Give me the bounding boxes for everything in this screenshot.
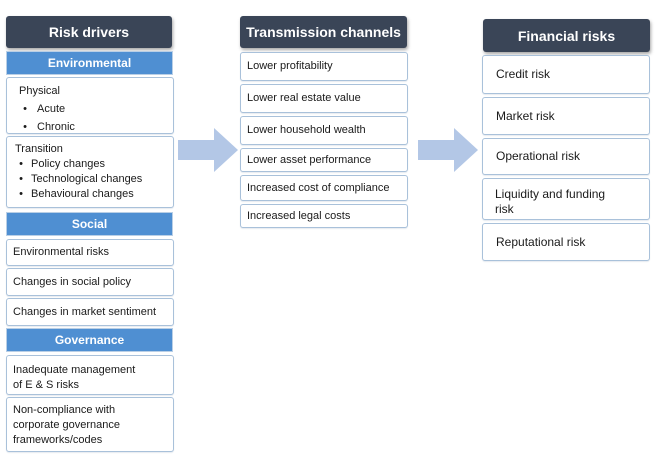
bullet-icon: • bbox=[19, 158, 23, 170]
list-item: • Acute bbox=[19, 102, 173, 117]
social-item-social-policy: Changes in social policy bbox=[6, 268, 174, 296]
bullet-icon: • bbox=[23, 121, 27, 133]
governance-label: Governance bbox=[54, 333, 125, 347]
environmental-subheader: Environmental bbox=[6, 51, 173, 75]
channel-label: Lower household wealth bbox=[247, 124, 366, 136]
list-item: • Policy changes bbox=[15, 157, 173, 172]
governance-item-inadequate-management: Inadequate management of E & S risks bbox=[6, 355, 174, 395]
transmission-channels-header: Transmission channels bbox=[240, 16, 407, 48]
right-arrow-icon bbox=[178, 128, 238, 172]
risk-label-line: Liquidity and funding bbox=[495, 187, 606, 201]
social-item-label: Changes in market sentiment bbox=[13, 305, 157, 318]
transition-item-behavioural: Behavioural changes bbox=[31, 188, 134, 200]
channel-lower-profitability: Lower profitability bbox=[240, 52, 408, 81]
governance-item2-line: Non-compliance with bbox=[13, 404, 116, 416]
risk-reputational: Reputational risk bbox=[482, 223, 650, 261]
governance-item1-line: Inadequate management bbox=[13, 364, 136, 376]
governance-item2-line: corporate governance bbox=[13, 419, 121, 431]
channel-label: Lower asset performance bbox=[247, 153, 372, 166]
risk-label: Credit risk bbox=[496, 67, 551, 81]
list-item: • Technological changes bbox=[15, 172, 173, 187]
physical-label: Physical bbox=[19, 85, 60, 97]
social-item-label: Environmental risks bbox=[13, 246, 109, 258]
bullet-icon: • bbox=[23, 103, 27, 115]
risk-label: Reputational risk bbox=[496, 234, 586, 249]
physical-box: Physical • Acute • Chronic bbox=[6, 77, 174, 134]
risk-label: Market risk bbox=[496, 108, 555, 123]
risk-operational: Operational risk bbox=[482, 138, 650, 175]
environmental-label: Environmental bbox=[47, 56, 132, 70]
physical-item-chronic: Chronic bbox=[37, 121, 75, 133]
channel-label: Lower real estate value bbox=[247, 92, 361, 104]
risk-credit: Credit risk bbox=[482, 55, 650, 94]
risk-label: Operational risk bbox=[496, 149, 581, 163]
social-item-market-sentiment: Changes in market sentiment bbox=[6, 298, 174, 326]
bullet-icon: • bbox=[19, 173, 23, 185]
risk-liquidity-and-funding: Liquidity and funding risk bbox=[482, 178, 650, 220]
governance-subheader: Governance bbox=[6, 328, 173, 352]
bullet-icon: • bbox=[19, 188, 23, 200]
risk-market: Market risk bbox=[482, 97, 650, 135]
social-subheader: Social bbox=[6, 212, 173, 236]
physical-list: • Acute • Chronic bbox=[19, 102, 173, 135]
channel-lower-real-estate-value: Lower real estate value bbox=[240, 84, 408, 113]
transmission-channels-title: Transmission channels bbox=[246, 24, 401, 40]
channel-label: Lower profitability bbox=[247, 60, 333, 72]
risk-drivers-title: Risk drivers bbox=[48, 24, 130, 40]
right-arrow-icon bbox=[418, 128, 478, 172]
social-item-environmental-risks: Environmental risks bbox=[6, 239, 174, 266]
channel-lower-household-wealth: Lower household wealth bbox=[240, 116, 408, 145]
channel-increased-cost-of-compliance: Increased cost of compliance bbox=[240, 175, 408, 201]
social-label: Social bbox=[71, 217, 108, 231]
channel-label: Increased cost of compliance bbox=[247, 181, 390, 194]
list-item: • Chronic bbox=[19, 120, 173, 135]
physical-item-acute: Acute bbox=[37, 103, 66, 115]
governance-item-non-compliance: Non-compliance with corporate governance… bbox=[6, 397, 174, 452]
channel-lower-asset-performance: Lower asset performance bbox=[240, 148, 408, 172]
risk-label-line: risk bbox=[495, 202, 514, 216]
transition-label: Transition bbox=[15, 143, 63, 155]
risk-drivers-header: Risk drivers bbox=[6, 16, 172, 48]
channel-label: Increased legal costs bbox=[247, 209, 351, 222]
financial-risks-title: Financial risks bbox=[517, 27, 616, 44]
transition-box: Transition • Policy changes • Technologi… bbox=[6, 136, 174, 208]
transition-item-technological: Technological changes bbox=[31, 173, 143, 185]
governance-item2-line: frameworks/codes bbox=[13, 434, 103, 446]
list-item: • Behavioural changes bbox=[15, 187, 173, 202]
social-item-label: Changes in social policy bbox=[13, 275, 132, 288]
transition-item-policy: Policy changes bbox=[31, 158, 105, 170]
channel-increased-legal-costs: Increased legal costs bbox=[240, 204, 408, 228]
governance-item1-line: of E & S risks bbox=[13, 379, 80, 391]
financial-risks-header: Financial risks bbox=[483, 19, 650, 52]
